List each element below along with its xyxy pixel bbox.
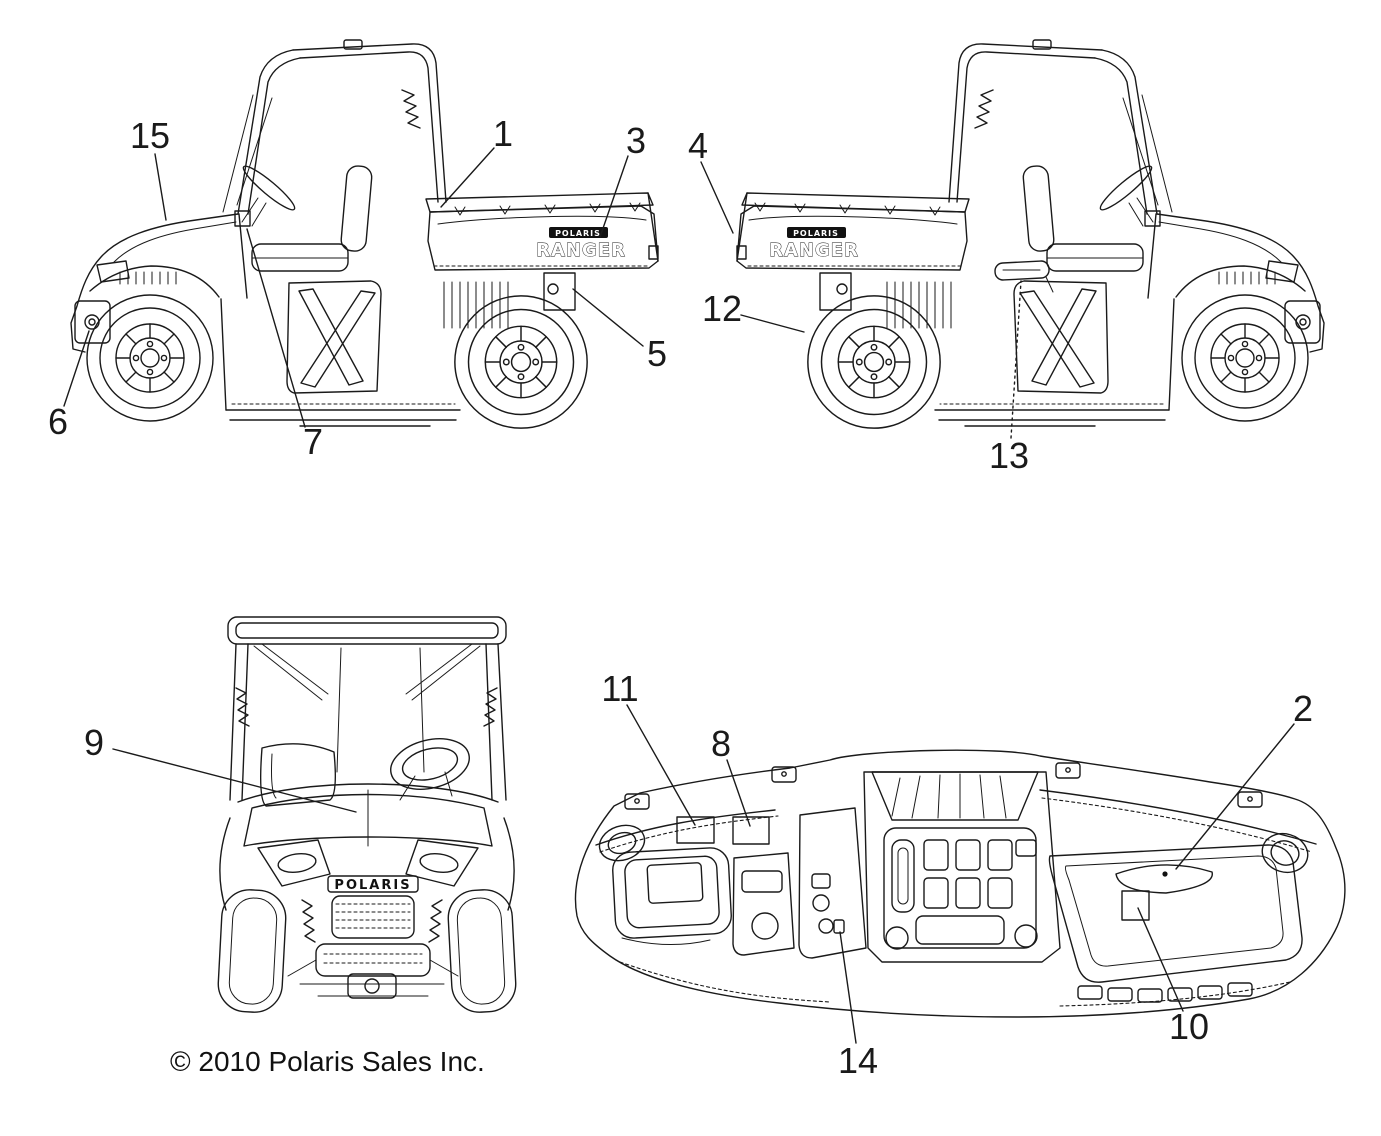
dash-panel-view	[574, 749, 1346, 1018]
bed-decal-polaris-text: POLARIS	[555, 229, 601, 238]
bed-decal-right: POLARIS RANGER	[769, 229, 859, 261]
leader-line-12	[740, 314, 805, 333]
leader-lines	[63, 147, 1295, 1044]
vehicle-front-view: POLARIS	[217, 616, 517, 1013]
callout-3: 3	[625, 120, 647, 161]
callout-12: 12	[701, 288, 743, 329]
leader-line-7	[246, 228, 306, 428]
leader-line-14	[839, 931, 857, 1044]
seat-base-lever	[994, 260, 1054, 293]
callout-6: 6	[47, 401, 69, 442]
bed-decal-polaris-text: POLARIS	[793, 229, 839, 238]
bed-decal-ranger-text: RANGER	[536, 240, 626, 261]
right-speaker	[1261, 832, 1309, 874]
callout-10: 10	[1168, 1006, 1210, 1047]
callout-13: 13	[988, 435, 1030, 476]
vehicle-right-side-view: POLARIS RANGER	[737, 40, 1324, 428]
leader-line-9	[112, 748, 357, 813]
bed-decal-left: POLARIS RANGER	[536, 229, 626, 261]
leader-line-4	[700, 161, 734, 234]
center-stack	[863, 771, 1061, 963]
front-grille-polaris-text: POLARIS	[334, 878, 411, 893]
leader-line-15	[154, 153, 167, 221]
instrument-cluster	[612, 847, 732, 945]
leader-line-10	[1137, 907, 1184, 1012]
bed-decal-ranger-text: RANGER	[769, 240, 859, 261]
leader-line-13	[1010, 280, 1022, 439]
leader-line-11	[626, 704, 696, 826]
callout-11: 11	[601, 668, 639, 709]
callout-4: 4	[687, 125, 709, 166]
leader-line-3	[599, 155, 629, 238]
copyright-text: © 2010 Polaris Sales Inc.	[170, 1046, 485, 1077]
glovebox-latch-recess	[1115, 864, 1213, 894]
dash-decal-square-right	[732, 816, 770, 845]
console-switch-decal	[833, 919, 845, 934]
glovebox-decal-square	[1121, 890, 1150, 921]
leader-line-8	[726, 759, 751, 827]
glove-box	[1048, 844, 1303, 1003]
dash-decal-square-left	[676, 816, 715, 844]
console-switch-panel	[798, 807, 867, 959]
front-grille-decal: POLARIS	[327, 875, 419, 893]
callout-2: 2	[1292, 688, 1314, 729]
vehicle-left-side-view: POLARIS RANGER	[71, 40, 658, 428]
leader-line-1	[440, 147, 495, 208]
glovebox-vents	[1077, 982, 1253, 1003]
leader-line-6	[63, 330, 90, 407]
console-left	[732, 852, 795, 956]
callout-1: 1	[492, 113, 514, 154]
leader-line-5	[572, 288, 644, 347]
callout-14: 14	[837, 1040, 879, 1081]
callout-15: 15	[129, 115, 171, 156]
leader-line-2	[1175, 723, 1295, 870]
callout-5: 5	[646, 333, 668, 374]
callout-9: 9	[83, 722, 105, 763]
callout-8: 8	[710, 723, 732, 764]
dash-mount-tabs	[624, 762, 1263, 810]
callout-7: 7	[302, 421, 324, 462]
